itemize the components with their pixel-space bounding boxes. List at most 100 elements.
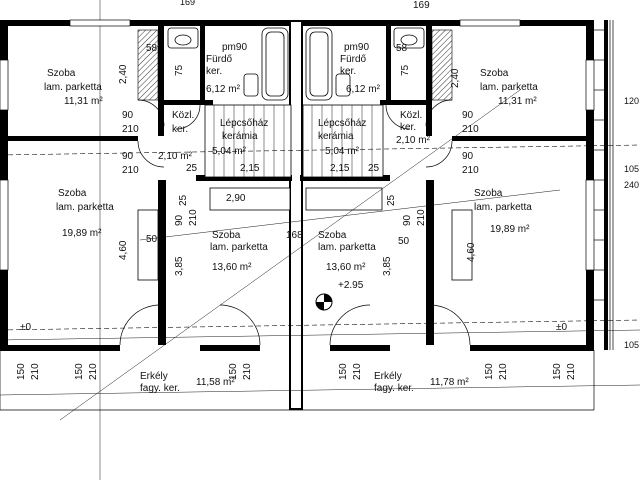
room-left-mid-floor: lam. parketta <box>56 202 114 213</box>
inner-walls <box>0 20 608 350</box>
dim-90-mid-left: 90 <box>122 151 134 162</box>
room-left-top-floor: lam. parketta <box>44 82 102 93</box>
room-center-left-area: 13,60 m² <box>212 262 252 273</box>
dim-right-edge-4: 105 <box>624 340 639 350</box>
wardrobe-right-mid <box>451 209 473 281</box>
dim-215-right: 2,15 <box>330 163 350 174</box>
balcony-left-floor: fagy. ker. <box>140 383 180 394</box>
hall-right-floor: ker. <box>400 122 416 133</box>
dim-90-mid-right: 90 <box>462 151 474 162</box>
top-dimension: 169 <box>180 0 195 7</box>
balcony-right-area: 11,78 m² <box>430 377 469 388</box>
dim-bottom-1: 150 <box>16 363 27 380</box>
stair-left-name: Lépcsőház <box>220 118 268 129</box>
dim-bottom-4: 210 <box>88 363 99 380</box>
dim-58-right: 58 <box>396 43 408 54</box>
dim-bottom-11: 150 <box>552 363 563 380</box>
dim-bottom-3: 150 <box>74 363 85 380</box>
dim-25-d: 25 <box>386 194 397 206</box>
level-left: ±0 <box>20 322 31 333</box>
dim-right-edge-3: 240 <box>624 180 639 190</box>
dim-75-left: 75 <box>174 64 185 76</box>
dim-385-left: 3,85 <box>174 256 185 276</box>
stair-right-area: 5,04 m² <box>325 146 360 157</box>
stair-left-floor: kerámia <box>222 131 258 142</box>
toilet-left <box>243 73 259 97</box>
right-edge-stair <box>594 20 614 350</box>
dim-90-door-left: 90 <box>174 214 185 226</box>
dim-25-b: 25 <box>368 163 380 174</box>
room-center-left-floor: lam. parketta <box>210 242 268 253</box>
dim-50-left: 50 <box>146 234 158 245</box>
dim-210-mid-right: 210 <box>462 165 479 176</box>
room-right-top-name: Szoba <box>480 68 509 79</box>
door-swings <box>119 99 471 346</box>
dim-385-right: 3,85 <box>382 256 393 276</box>
toilet-right <box>335 73 351 97</box>
dim-210-door-right: 210 <box>416 209 427 226</box>
dim-bottom-8: 210 <box>352 363 363 380</box>
room-right-top-area: 11,31 m² <box>498 96 537 107</box>
room-right-mid-floor: lam. parketta <box>474 202 532 213</box>
bathtub-left <box>261 27 289 101</box>
stair-right-floor: kerámia <box>318 131 354 142</box>
dim-bottom-10: 210 <box>498 363 509 380</box>
dim-290: 2,90 <box>226 193 246 204</box>
room-right-mid-area: 19,89 m² <box>490 224 530 235</box>
bath-right-name: Fürdő <box>340 54 367 65</box>
dim-240-right: 2,40 <box>450 68 461 88</box>
dim-58-left: 58 <box>146 43 158 54</box>
dim-90-left: 90 <box>122 110 134 121</box>
hall-left-area: 2,10 m² <box>158 151 193 162</box>
room-right-mid-name: Szoba <box>474 188 503 199</box>
dim-210-door-left: 210 <box>188 209 199 226</box>
dim-460-right: 4,60 <box>466 242 477 262</box>
dim-460-left: 4,60 <box>118 240 129 260</box>
room-left-top-area: 11,31 m² <box>64 96 103 107</box>
balcony-left-area: 11,58 m² <box>196 377 235 388</box>
dim-25-a: 25 <box>186 163 198 174</box>
level-center: +2.95 <box>338 280 364 291</box>
dim-210-left: 210 <box>122 124 139 135</box>
dim-bottom-2: 210 <box>30 363 41 380</box>
room-center-right-name: Szoba <box>318 230 347 241</box>
dim-bottom-12: 210 <box>566 363 577 380</box>
dim-right-edge-1: 120 <box>624 96 639 106</box>
dim-210-right: 210 <box>462 124 479 135</box>
bath-left-name: Fürdő <box>206 54 233 65</box>
windows <box>0 19 595 271</box>
dim-90-door-right: 90 <box>402 214 413 226</box>
bath-left-pm: pm90 <box>222 42 247 53</box>
wardrobe-right-top <box>431 29 453 101</box>
stair-left-area: 5,04 m² <box>212 146 247 157</box>
room-center-right-floor: lam. parketta <box>318 242 376 253</box>
hall-right-name: Közl. <box>400 110 422 121</box>
labels: 169 169 Szoba lam. parketta 11,31 m² Szo… <box>16 0 639 394</box>
dim-210-mid-left: 210 <box>122 165 139 176</box>
dim-75-right: 75 <box>400 64 411 76</box>
dim-240-left: 2,40 <box>118 64 129 84</box>
wardrobe-left-mid <box>137 209 159 281</box>
dim-90-right: 90 <box>462 110 474 121</box>
stair-right <box>302 104 384 211</box>
stair-left <box>204 104 292 211</box>
dim-bottom-6: 210 <box>242 363 253 380</box>
hall-left-floor: ker. <box>172 124 188 135</box>
room-left-mid-area: 19,89 m² <box>62 228 102 239</box>
stair-right-name: Lépcsőház <box>318 118 366 129</box>
bath-left-floor: ker. <box>206 66 222 77</box>
level-right: ±0 <box>556 322 567 333</box>
bathtub-right <box>305 27 333 101</box>
center-dimension: 168 <box>286 230 303 241</box>
top-dimension-2: 169 <box>413 0 430 11</box>
bath-right-area: 6,12 m² <box>346 84 381 95</box>
room-left-mid-name: Szoba <box>58 188 87 199</box>
washbasin-right <box>393 27 425 49</box>
room-center-right-area: 13,60 m² <box>326 262 366 273</box>
bath-left-area: 6,12 m² <box>206 84 241 95</box>
dim-right-edge-2: 105 <box>624 164 639 174</box>
dim-50-right: 50 <box>398 236 410 247</box>
hall-left-name: Közl. <box>172 110 194 121</box>
